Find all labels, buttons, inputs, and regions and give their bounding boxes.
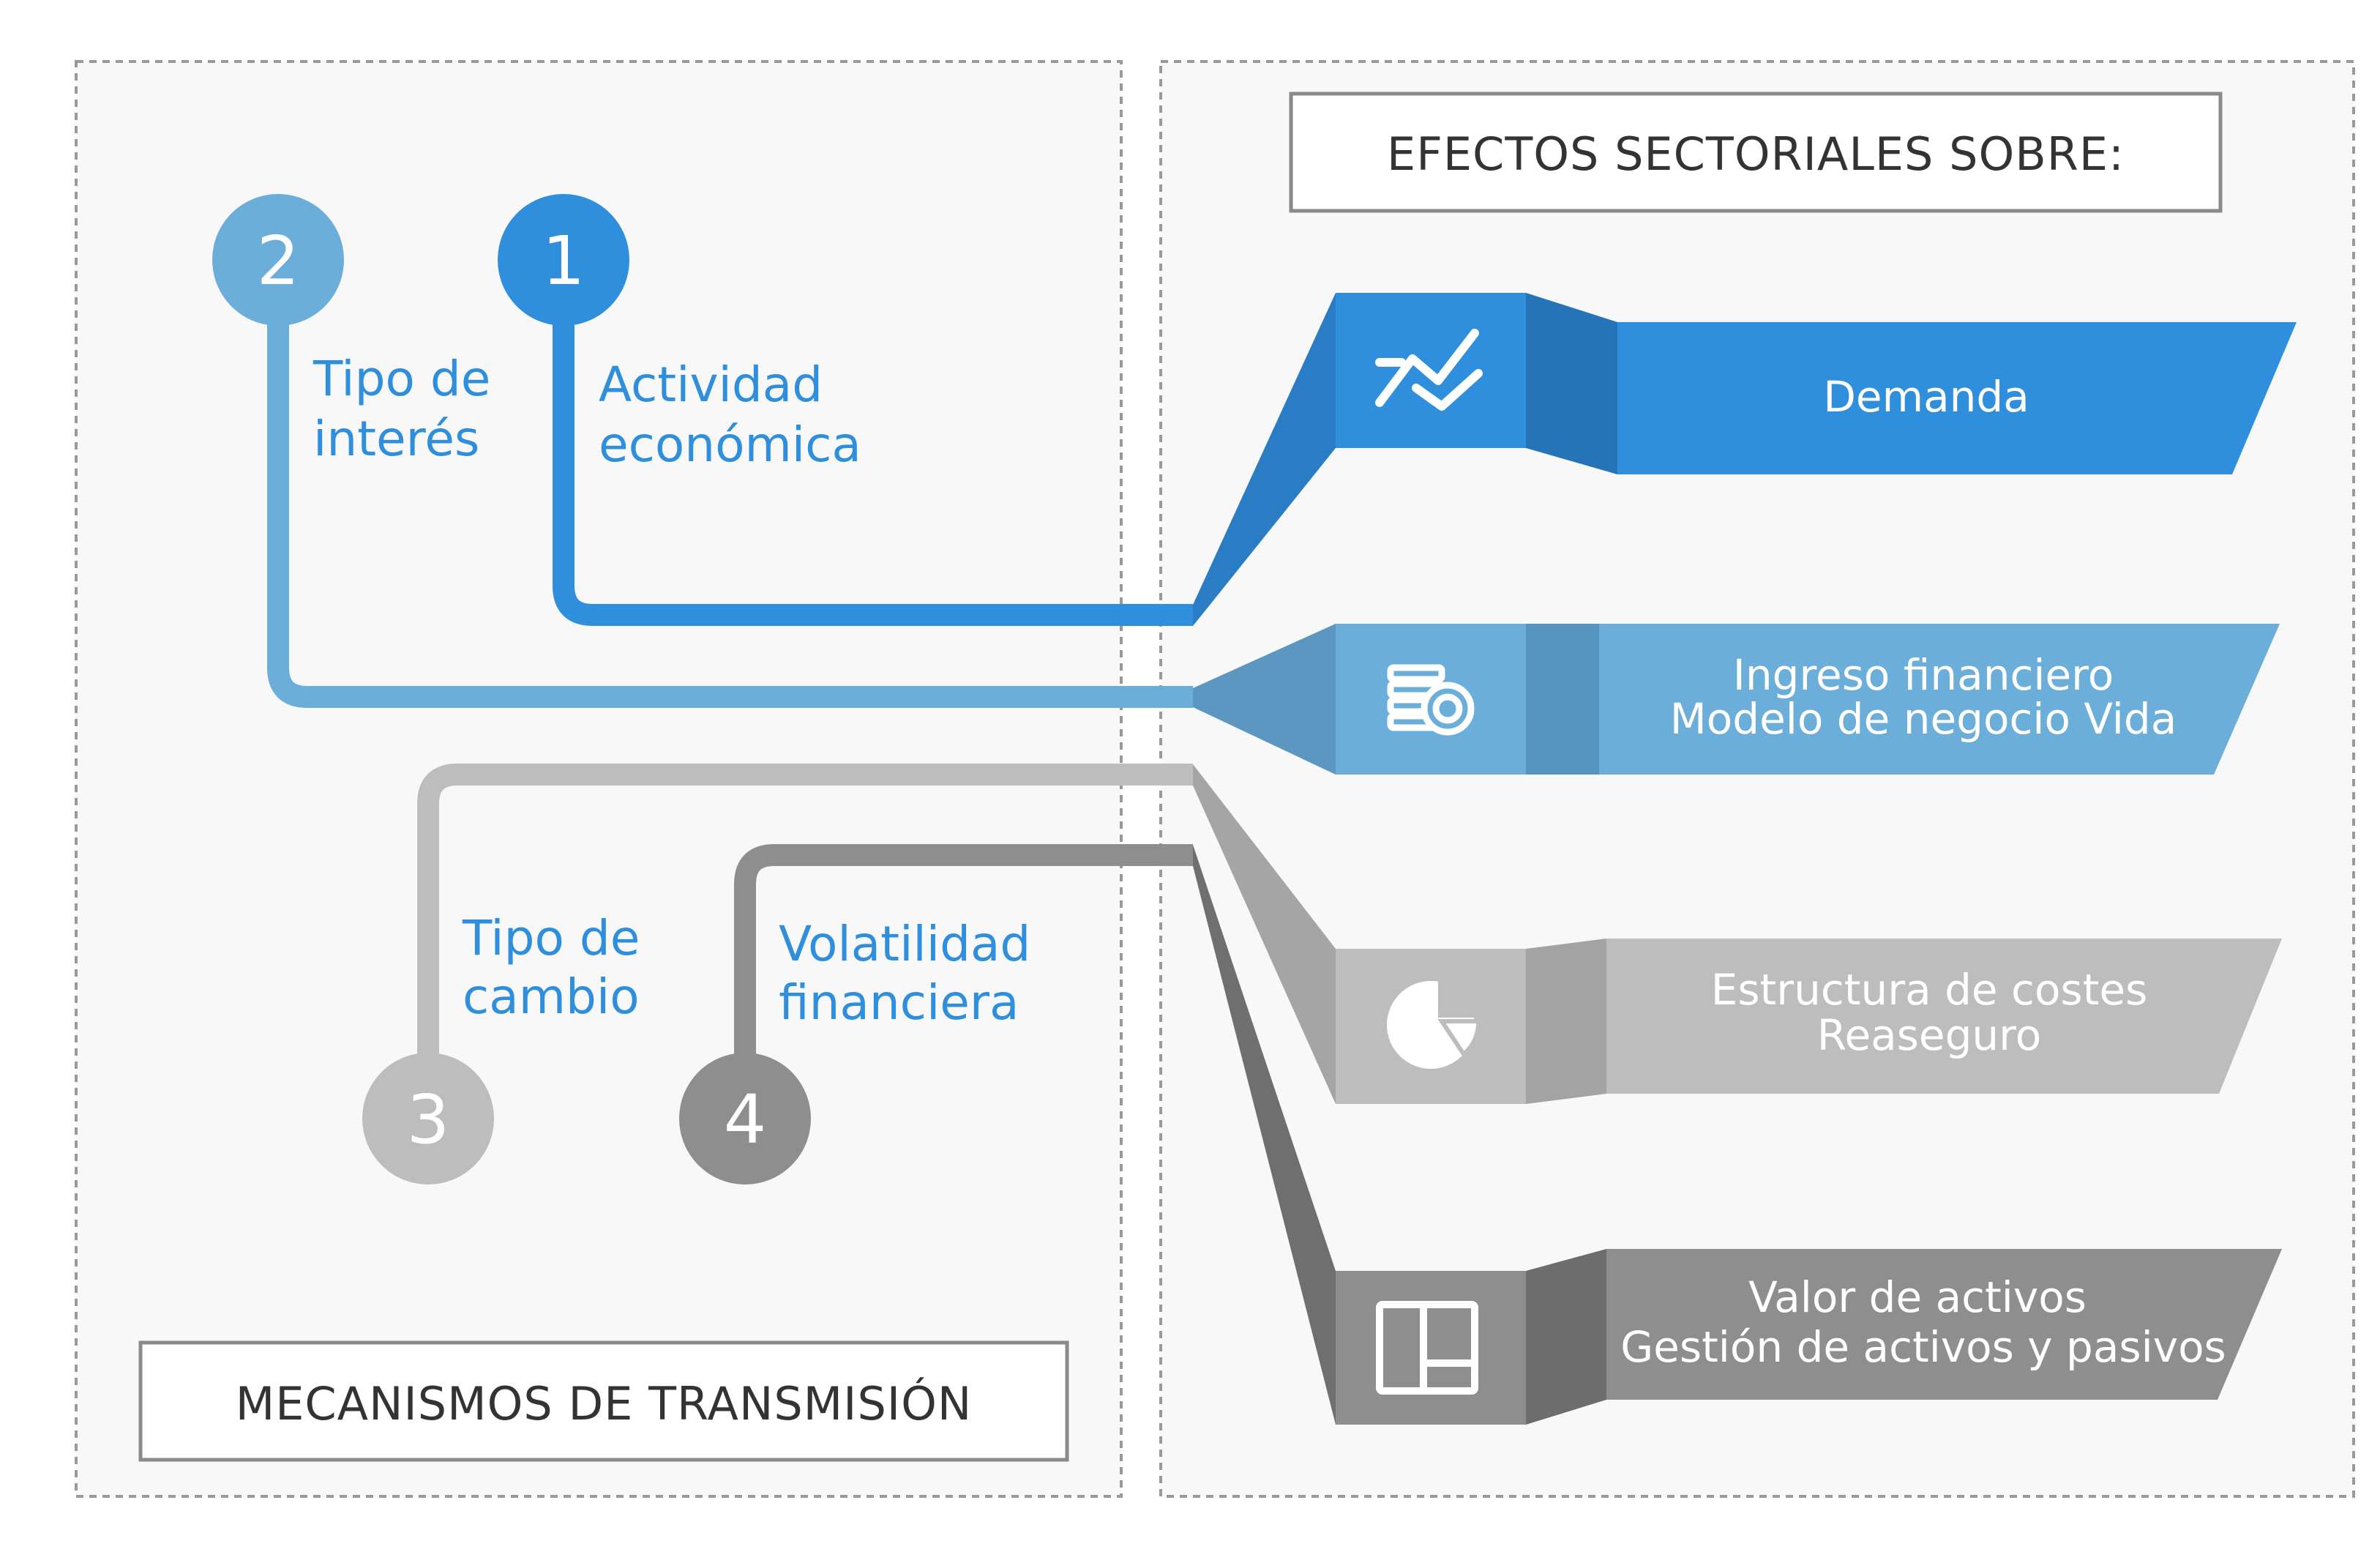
- effect-banner-ingreso: Ingreso financiero Modelo de negocio Vid…: [1336, 624, 2280, 775]
- left-panel-title: MECANISMOS DE TRANSMISIÓN: [236, 1377, 973, 1430]
- mechanism-number-3: 3: [407, 1081, 450, 1159]
- effect-banner-valor: Valor de activos Gestión de activos y pa…: [1336, 1249, 2282, 1425]
- banner-body-4: [1606, 1249, 2282, 1400]
- mechanism-label-1a: Actividad: [599, 357, 823, 413]
- mechanism-circle-4: 4: [679, 1053, 811, 1184]
- left-panel-title-box: [138, 1340, 1069, 1462]
- ribbon-fold-1: [1193, 293, 1336, 626]
- banner-label-4a: Valor de activos: [1748, 1272, 2087, 1322]
- banner-shade-4: [1526, 1249, 1606, 1425]
- banner-label-4b: Gestión de activos y pasivos: [1620, 1322, 2226, 1372]
- connector-line-4: [734, 844, 1193, 1058]
- mechanism-label-4a: Volatilidad: [779, 916, 1030, 972]
- mechanism-label-3a: Tipo de: [462, 910, 640, 966]
- banner-shade-1: [1526, 293, 1617, 474]
- effect-banner-estructura: Estructura de costes Reaseguro: [1336, 939, 2282, 1104]
- banner-body-2: [1599, 624, 2280, 775]
- banner-label-3b: Reaseguro: [1817, 1010, 2041, 1060]
- effect-banner-demanda: Demanda: [1336, 293, 2297, 474]
- banner-label-3a: Estructura de costes: [1711, 965, 2148, 1015]
- ribbon-fold-3: [1193, 764, 1336, 1104]
- banner-icon-block-4: [1336, 1271, 1526, 1425]
- layout-grid-icon: [1376, 1301, 1478, 1395]
- connector-line-3: [417, 764, 1193, 1058]
- connector-line-2: [267, 260, 1193, 708]
- mechanism-label-1b: económica: [599, 417, 861, 473]
- mechanism-circle-1: 1: [498, 194, 629, 326]
- mechanism-label-3b: cambio: [463, 969, 640, 1025]
- ribbon-fold-2: [1193, 624, 1336, 775]
- banner-shade-3: [1526, 939, 1606, 1104]
- ribbon-fold-4: [1193, 845, 1336, 1425]
- right-panel-title-box: [1289, 92, 2223, 213]
- connector-line-1: [553, 260, 1193, 626]
- mechanism-number-1: 1: [542, 222, 585, 300]
- banner-shade-2: [1526, 624, 1599, 775]
- banner-body-1: [1617, 322, 2297, 474]
- mechanism-label-2a: Tipo de: [313, 351, 490, 407]
- mechanism-number-2: 2: [257, 222, 300, 300]
- mechanism-number-4: 4: [724, 1081, 767, 1159]
- banner-label-2b: Modelo de negocio Vida: [1670, 694, 2177, 744]
- mechanism-circle-2: 2: [212, 194, 344, 326]
- trend-lines-icon: [1375, 329, 1483, 411]
- coins-icon: [1387, 664, 1475, 736]
- mechanism-circle-3: 3: [362, 1053, 494, 1184]
- banner-body-3: [1606, 939, 2282, 1094]
- mechanism-label-4b: financiera: [779, 974, 1019, 1031]
- pie-chart-icon: [1387, 978, 1481, 1069]
- banner-label-2a: Ingreso financiero: [1733, 650, 2114, 700]
- right-panel-title: EFECTOS SECTORIALES SOBRE:: [1387, 127, 2125, 181]
- banner-label-1: Demanda: [1823, 372, 2029, 422]
- mechanism-label-2b: interés: [313, 411, 479, 467]
